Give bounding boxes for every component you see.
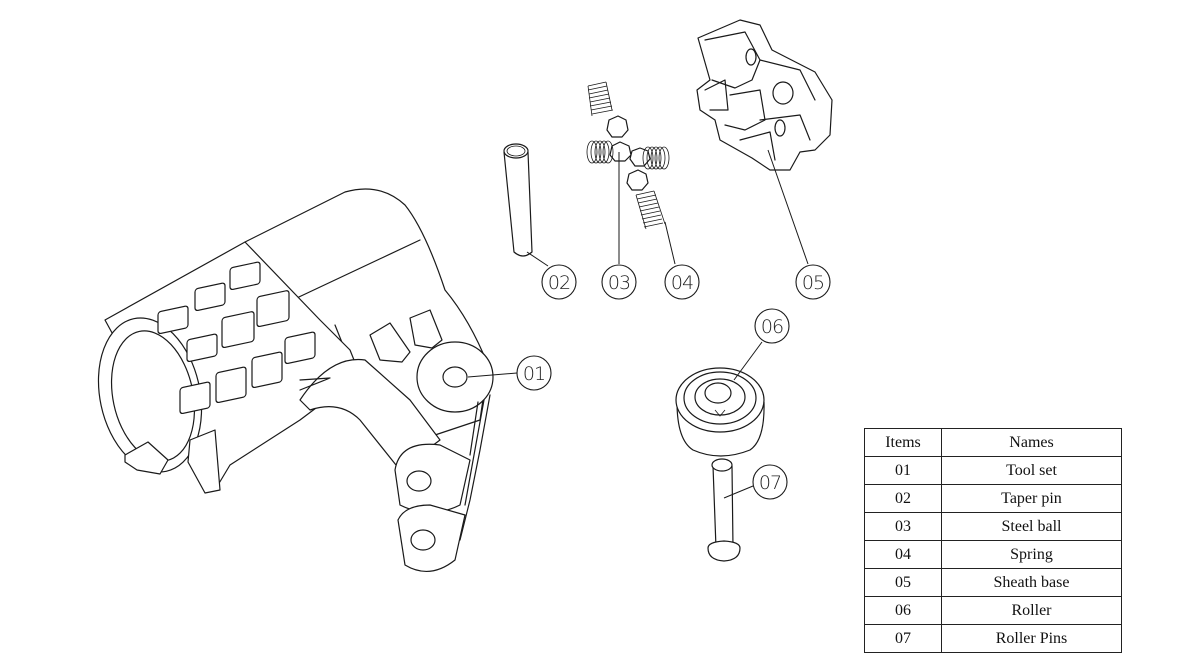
item-number: 01 [864, 456, 942, 485]
part-tool-set [97, 188, 494, 572]
item-name: Spring [941, 540, 1122, 569]
table-row: 06 Roller [864, 596, 1122, 625]
item-name: Roller Pins [941, 624, 1122, 653]
balloon-02: 02 [541, 264, 577, 300]
item-number: 02 [864, 484, 942, 513]
balloon-label: 03 [608, 272, 630, 294]
item-name: Tool set [941, 456, 1122, 485]
table-row: 02 Taper pin [864, 484, 1122, 513]
item-number: 04 [864, 540, 942, 569]
header-items: Items [864, 428, 942, 457]
item-name: Sheath base [941, 568, 1122, 597]
balloon-07: 07 [752, 464, 788, 500]
part-steel-ball-and-springs [586, 81, 670, 230]
item-number: 06 [864, 596, 942, 625]
balloon-label: 06 [761, 316, 783, 338]
item-number: 05 [864, 568, 942, 597]
leader-lines [467, 149, 809, 499]
item-name: Roller [941, 596, 1122, 625]
item-number: 03 [864, 512, 942, 541]
header-names: Names [941, 428, 1122, 457]
part-roller-pins [707, 458, 741, 562]
part-roller [675, 367, 765, 457]
balloon-label: 02 [548, 272, 570, 294]
item-name: Steel ball [941, 512, 1122, 541]
balloon-label: 05 [802, 272, 824, 294]
balloon-label: 01 [523, 363, 545, 385]
balloon-label: 04 [671, 272, 693, 294]
part-sheath-base [696, 19, 833, 171]
table-row: 01 Tool set [864, 456, 1122, 485]
item-number: 07 [864, 624, 942, 653]
balloon-05: 05 [795, 264, 831, 300]
part-taper-pin [503, 143, 533, 257]
balloon-06: 06 [754, 308, 790, 344]
table-row: 05 Sheath base [864, 568, 1122, 597]
item-name: Taper pin [941, 484, 1122, 513]
parts-list-table: Items Names 01 Tool set 02 Taper pin 03 … [864, 428, 1122, 653]
balloon-label: 07 [759, 472, 781, 494]
table-row: 04 Spring [864, 540, 1122, 569]
balloon-01: 01 [516, 355, 552, 391]
balloon-04: 04 [664, 264, 700, 300]
table-header-row: Items Names [864, 428, 1122, 457]
balloon-03: 03 [601, 264, 637, 300]
table-row: 03 Steel ball [864, 512, 1122, 541]
table-row: 07 Roller Pins [864, 624, 1122, 653]
